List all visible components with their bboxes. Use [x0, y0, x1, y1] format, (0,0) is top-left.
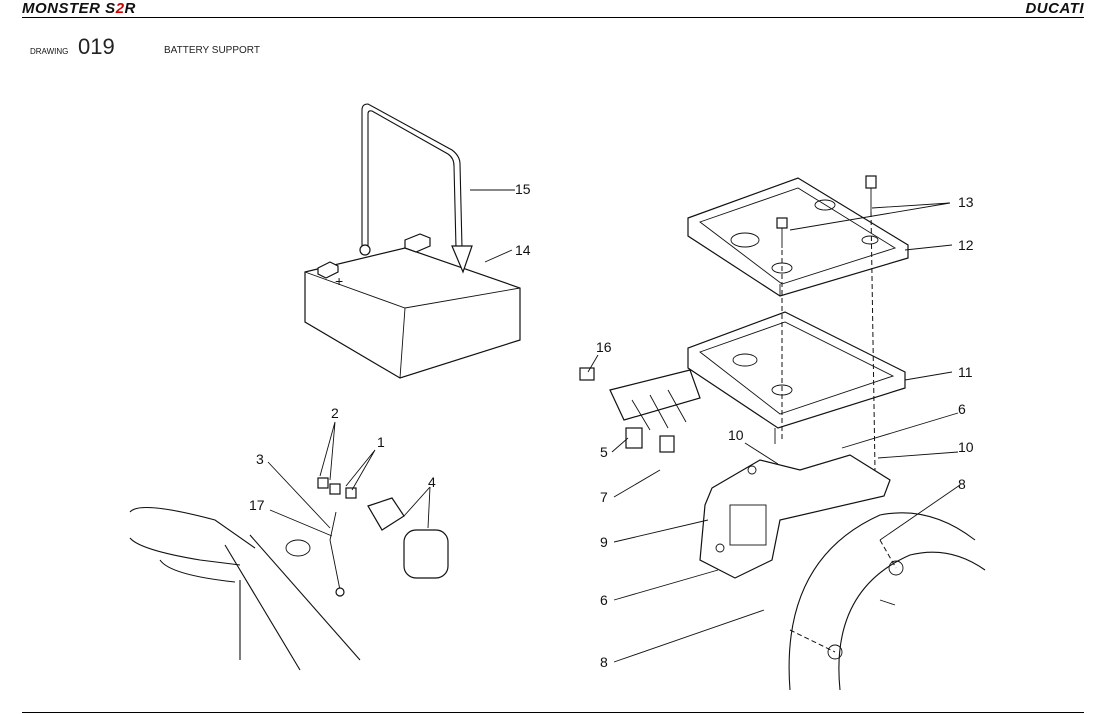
frame-tube: [129, 506, 361, 671]
drawing-number: 019: [78, 34, 115, 59]
footer-divider: [22, 712, 1084, 713]
brand-logo: DUCATI: [1025, 0, 1084, 17]
alignment-lines: [781, 211, 897, 653]
support-bracket: [699, 454, 891, 579]
callout-4: 4: [428, 474, 436, 490]
callout-numbers: 15 14 13 12 16 11 2 1 3 4 17 10 6 10 5 7…: [249, 181, 974, 670]
callout-7: 7: [600, 489, 608, 505]
callout-9: 9: [600, 534, 608, 550]
callout-5: 5: [600, 444, 608, 460]
callout-16: 16: [596, 339, 612, 355]
drawing-label: DRAWING: [30, 47, 69, 56]
battery-illustration: +: [304, 103, 521, 379]
callout-12: 12: [958, 237, 974, 253]
callout-11: 11: [958, 364, 973, 380]
callout-15: 15: [515, 181, 531, 197]
callout-6a: 6: [958, 401, 966, 417]
screws-13: [776, 175, 877, 248]
leader-lines: [267, 189, 961, 663]
callout-10b: 10: [958, 439, 974, 455]
fuse-parts: [317, 477, 449, 597]
callout-8a: 8: [958, 476, 966, 492]
rear-fender: [788, 512, 986, 691]
callout-2: 2: [331, 405, 339, 421]
callout-8b: 8: [600, 654, 608, 670]
callout-13: 13: [958, 194, 974, 210]
battery-lower-tray: [687, 311, 906, 444]
svg-text:+: +: [335, 273, 343, 289]
battery-cover-tray: [687, 177, 909, 297]
callout-14: 14: [515, 242, 531, 258]
callout-10a: 10: [728, 427, 744, 443]
callout-1: 1: [377, 434, 385, 450]
model-name: MONSTER S2R: [22, 0, 136, 17]
callout-3: 3: [256, 451, 264, 467]
header-divider: [22, 17, 1084, 18]
drawing-title: BATTERY SUPPORT: [164, 45, 260, 56]
wiring-connector: [579, 367, 701, 453]
callout-6b: 6: [600, 592, 608, 608]
callout-17: 17: [249, 497, 265, 513]
